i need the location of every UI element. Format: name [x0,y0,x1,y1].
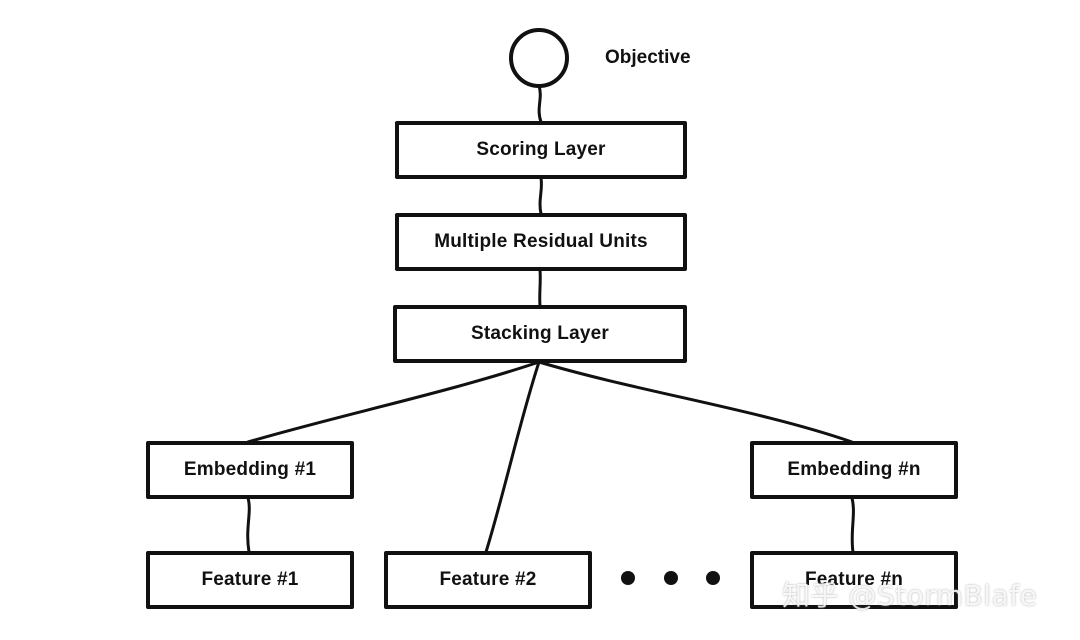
edge-stacking-embedding-n [537,360,854,444]
watermark-text: 知乎 @StormBlafe [782,579,1038,612]
edge-embedding-1-feature-1 [246,496,251,554]
edge-embedding-n-feature-n [850,496,855,554]
objective-node [509,28,569,88]
ellipsis-dot-2 [664,571,678,585]
ellipsis-dot-3 [706,571,720,585]
edge-residual-stacking [538,268,542,308]
scoring-layer-box: Scoring Layer [395,121,687,179]
feature-1-box: Feature #1 [146,551,354,609]
residual-units-box: Multiple Residual Units [395,213,687,271]
ellipsis-dot-1 [621,571,635,585]
objective-label: Objective [605,47,691,68]
edge-objective-scoring [537,84,543,124]
feature-n-box: Feature #n [750,551,958,609]
embedding-n-box: Embedding #n [750,441,958,499]
edge-stacking-feature-2 [484,360,541,554]
stacking-layer-box: Stacking Layer [393,305,687,363]
embedding-1-box: Embedding #1 [146,441,354,499]
edge-stacking-embedding-1 [246,360,541,444]
edge-scoring-residual [538,176,543,216]
feature-2-box: Feature #2 [384,551,592,609]
